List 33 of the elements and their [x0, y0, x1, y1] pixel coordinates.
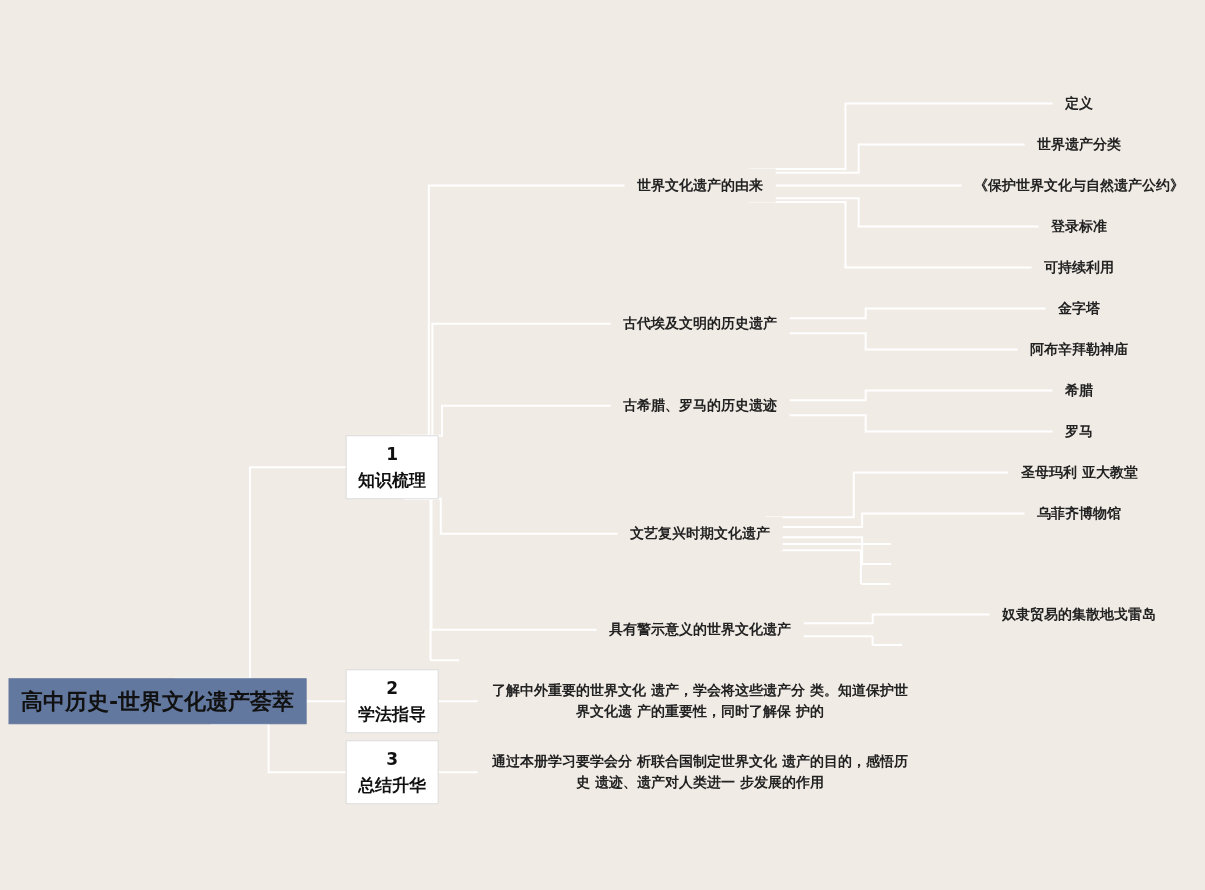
node-text: 文艺复兴时期文化遗产: [630, 524, 771, 541]
connector: [781, 512, 1027, 528]
node-text: 具有警示意义的世界文化遗产: [609, 620, 792, 637]
node-text: 希腊: [1065, 381, 1094, 398]
node-text: 《保护世界文化与自然遗产公约》: [974, 176, 1185, 193]
node-text: 金字塔: [1058, 299, 1101, 316]
node-text: 圣母玛利 亚大教堂: [1020, 463, 1138, 480]
connector: [788, 413, 1055, 433]
node-text: 可持续利用: [1044, 258, 1115, 275]
connector: [788, 389, 1055, 401]
connector: [781, 542, 892, 565]
connector: [781, 535, 892, 545]
node-text: 通过本册学习要学会分 析联合国制定世界文化 遗产的目的，感悟历史 遗迹、遗产对人类进一 步发展的作用: [492, 752, 908, 790]
node-text: 古代埃及文明的历史遗产: [623, 314, 778, 331]
node-box: 1 知识梳理: [345, 434, 439, 499]
connector: [802, 634, 903, 646]
node-text: 奴隶贸易的集散地戈雷岛: [1002, 605, 1157, 622]
node-box: 高中历史-世界文化遗产荟萃: [8, 677, 307, 724]
connector: [802, 613, 992, 624]
node-text: 阿布辛拜勒神庙: [1030, 340, 1129, 357]
connector: [788, 307, 1048, 319]
node-text: 古希腊、罗马的历史遗迹: [623, 396, 778, 413]
connector: [774, 143, 1027, 174]
connector: [788, 331, 1020, 351]
node-text: 乌菲齐博物馆: [1037, 504, 1122, 521]
node-text: 了解中外重要的世界文化 遗产，学会将这些遗产分 类。知道保护世界文化遗 产的重要性，同时了解保 护的: [492, 681, 908, 719]
node-text: 登录标准: [1051, 217, 1108, 234]
node-box: 3 总结升华: [345, 739, 439, 804]
node-text: 定义: [1065, 94, 1094, 111]
node-text: 世界遗产分类: [1037, 135, 1122, 152]
connector: [774, 196, 1041, 228]
node-text: 罗马: [1065, 422, 1094, 439]
node-box: 2 学法指导: [345, 668, 439, 733]
